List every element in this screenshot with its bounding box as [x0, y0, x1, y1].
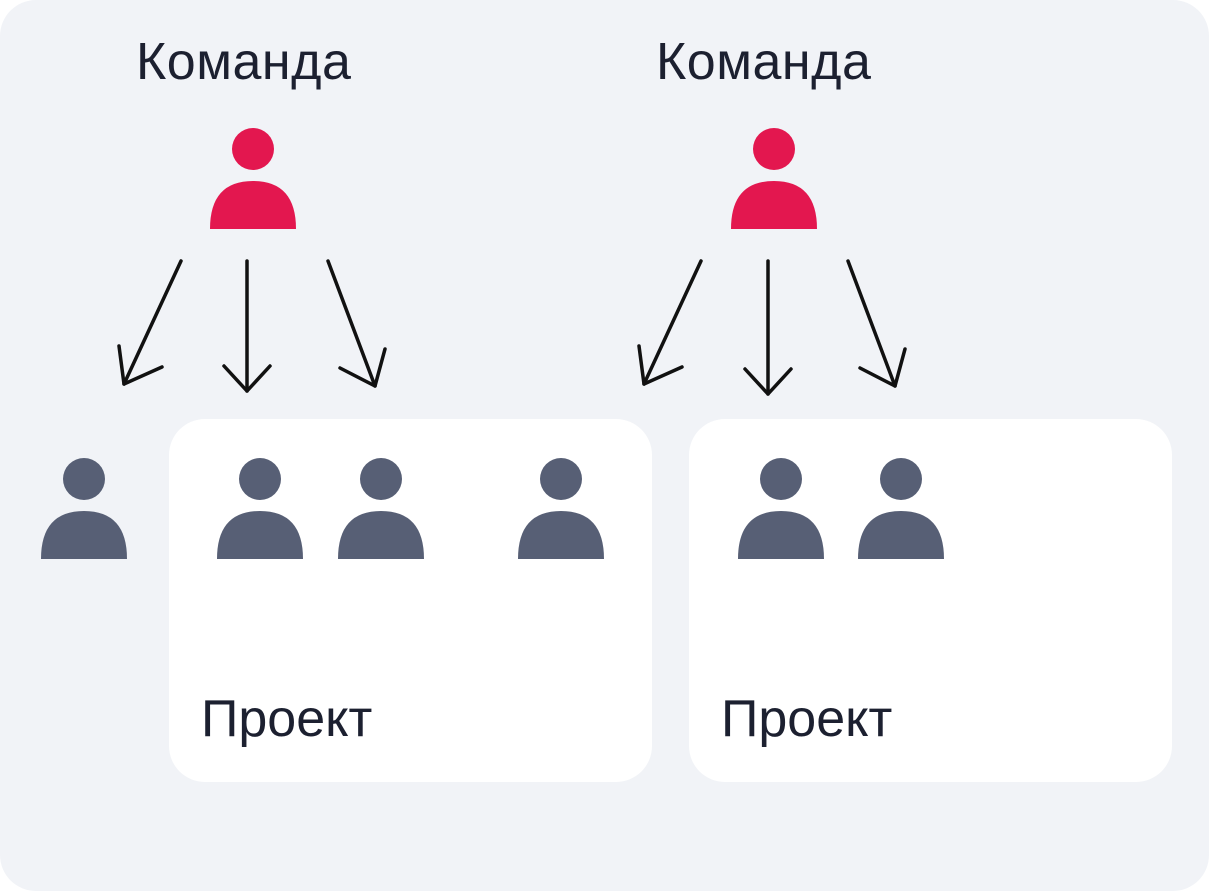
team-label-1: Команда	[136, 33, 352, 91]
project-label-2: Проект	[721, 690, 893, 748]
member-person-icon-p1-1	[217, 458, 303, 564]
arrow-down-icon	[637, 259, 703, 386]
arrow-down-icon	[743, 259, 793, 396]
team-lead-person-icon-2	[731, 128, 817, 234]
member-person-icon-p1-2	[338, 458, 424, 564]
arrow-down-icon	[222, 259, 272, 393]
arrow-down-icon	[117, 259, 183, 386]
arrow-down-icon	[326, 259, 387, 388]
team-label-2: Команда	[656, 33, 872, 91]
team-lead-person-icon-1	[210, 128, 296, 234]
member-person-icon-p2-1	[738, 458, 824, 564]
member-person-icon-p1-3	[518, 458, 604, 564]
member-person-icon-outside	[41, 458, 127, 564]
project-label-1: Проект	[201, 690, 373, 748]
member-person-icon-p2-2	[858, 458, 944, 564]
arrow-down-icon	[846, 259, 907, 388]
